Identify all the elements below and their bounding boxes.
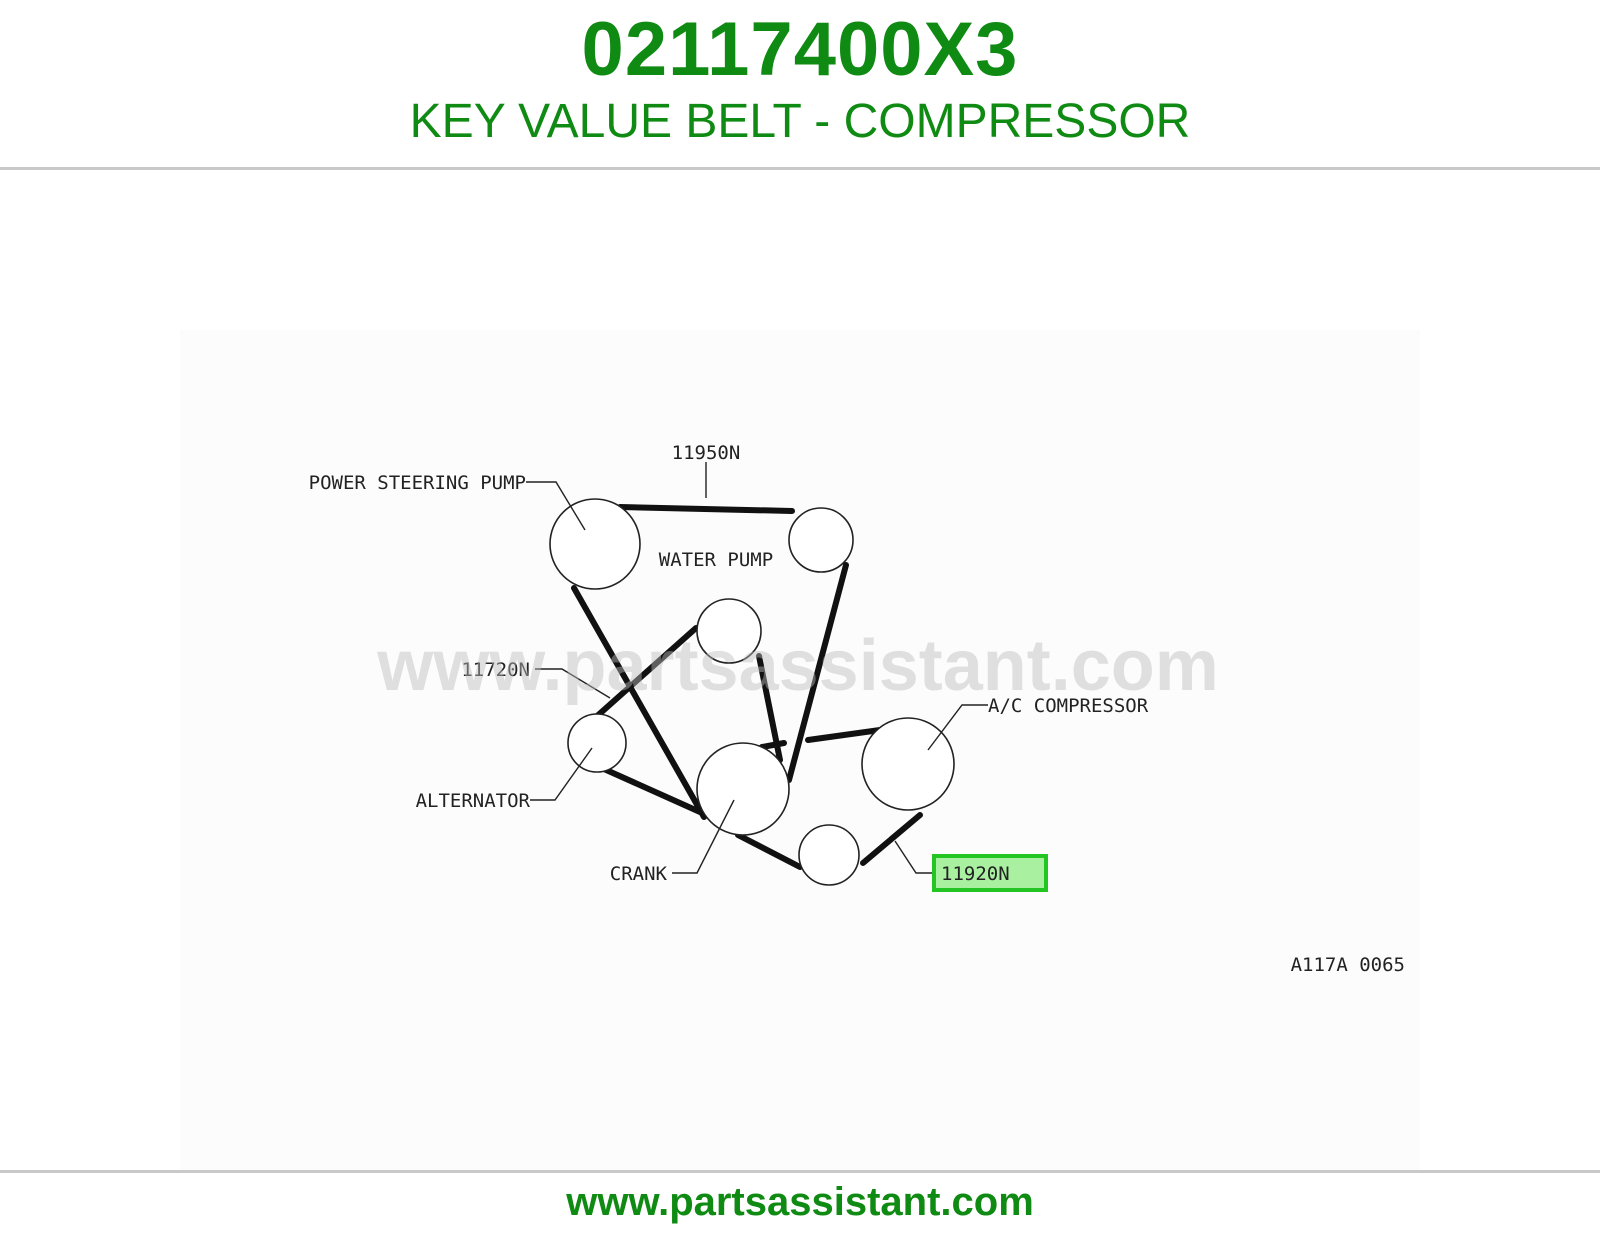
page-header: 02117400X3 KEY VALUE BELT - COMPRESSOR	[0, 0, 1600, 170]
highlight-11920n[interactable]	[932, 854, 1048, 892]
label-water-pump: WATER PUMP	[659, 549, 773, 571]
watermark: www.partsassistant.com	[376, 626, 1219, 706]
label-11920n[interactable]: 11920N	[941, 863, 1010, 885]
leader-ac-compressor	[927, 704, 988, 751]
leader-11720n	[535, 668, 611, 699]
leader-power-steering-pump	[526, 481, 586, 531]
belt-11720n-lower-segment	[601, 766, 703, 815]
belt-11920n-top-segment	[805, 727, 883, 743]
leader-11920n	[894, 840, 937, 874]
header-divider	[0, 167, 1600, 170]
belt-11920n-crank-top-segment	[759, 740, 787, 750]
label-ac-compressor: A/C COMPRESSOR	[988, 695, 1149, 717]
label-alternator: ALTERNATOR	[416, 790, 531, 812]
label-power-steering-pump: POWER STEERING PUMP	[309, 472, 526, 494]
ac-compressor-pulley	[861, 717, 955, 811]
label-11720n[interactable]: 11720N	[461, 659, 530, 681]
part-name: KEY VALUE BELT - COMPRESSOR	[409, 95, 1191, 148]
belt-11920n-lower-left-segment	[735, 832, 803, 870]
belt-routing-svg: POWER STEERING PUMP 11950N WATER PUMP 11…	[180, 330, 1420, 1170]
belt-11950n-left-segment	[571, 585, 707, 820]
footer-divider	[0, 1170, 1600, 1173]
belt-11950n-top-segment	[617, 504, 795, 514]
idler-pulley-upper-right	[788, 507, 854, 573]
label-11950n[interactable]: 11950N	[672, 442, 741, 464]
belt-11950n-right-segment	[786, 562, 849, 783]
water-pump-pulley	[696, 598, 762, 664]
part-number: 02117400X3	[581, 7, 1019, 92]
belt-11720n-upper-segment	[593, 625, 699, 720]
alternator-pulley	[567, 713, 627, 773]
belt-diagram: POWER STEERING PUMP 11950N WATER PUMP 11…	[0, 170, 1600, 1170]
crank-pulley	[696, 742, 790, 836]
leader-crank	[672, 799, 735, 874]
label-crank: CRANK	[610, 863, 668, 885]
figure-code: A117A 0065	[1291, 954, 1405, 976]
footer-url[interactable]: www.partsassistant.com	[566, 1180, 1034, 1224]
belt-11920n-lower-right-segment	[860, 812, 923, 866]
idler-pulley-lower	[798, 824, 860, 886]
leader-alternator	[530, 747, 593, 801]
power-steering-pump-pulley	[549, 498, 641, 590]
